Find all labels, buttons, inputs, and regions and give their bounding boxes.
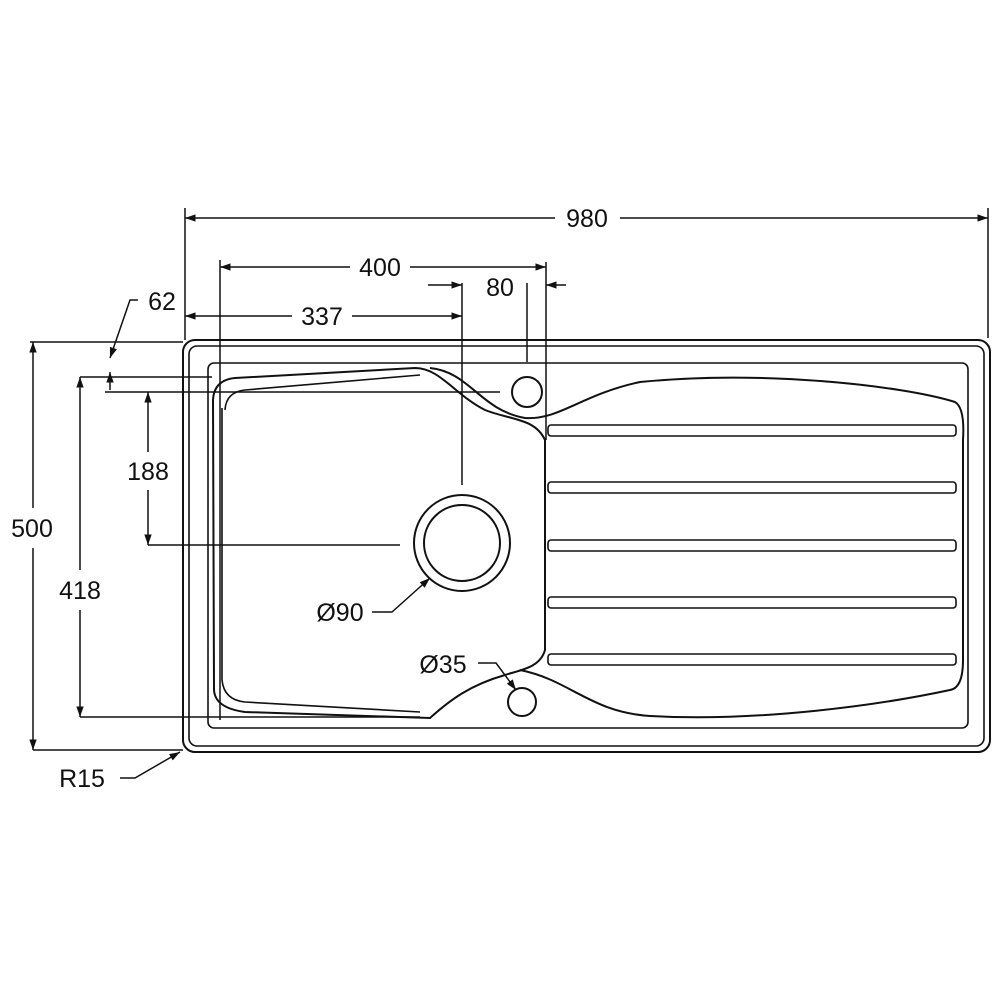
- drainer-grooves: [547, 424, 957, 666]
- dim-tap-to-waste: 188: [127, 458, 169, 486]
- drainer-edge: [429, 367, 965, 719]
- dim-bowl-width: 400: [359, 254, 401, 282]
- dimension-lines: [29, 208, 989, 779]
- inner-rim: [188, 345, 985, 747]
- waste-outlet-outer: [413, 494, 511, 592]
- bowl: [211, 366, 546, 720]
- outer-rim: [182, 339, 991, 753]
- dim-tap-hole-offset: 80: [486, 274, 514, 302]
- waste-outlet-inner: [423, 504, 501, 582]
- dim-overall-width: 980: [566, 205, 608, 233]
- sink-outline: [182, 339, 991, 753]
- dim-rim-offset: 62: [148, 288, 176, 316]
- dim-corner-radius: R15: [59, 765, 105, 793]
- groove: [547, 596, 957, 609]
- overflow-hole: [507, 687, 537, 717]
- dim-waste-diameter: Ø90: [316, 599, 363, 627]
- groove: [547, 653, 957, 666]
- groove: [547, 424, 957, 437]
- drainer: [429, 367, 965, 719]
- dim-tap-hole-diameter: Ø35: [419, 651, 466, 679]
- bowl-top-slope: [224, 374, 421, 411]
- dim-bowl-length: 418: [59, 577, 101, 605]
- bowl-outer-edge: [211, 366, 546, 720]
- groove: [547, 539, 957, 552]
- bowl-inner-edge: [221, 408, 421, 713]
- groove: [547, 481, 957, 494]
- dim-overall-depth: 500: [11, 515, 53, 543]
- tap-hole: [511, 376, 543, 408]
- dim-waste-offset: 337: [301, 303, 343, 331]
